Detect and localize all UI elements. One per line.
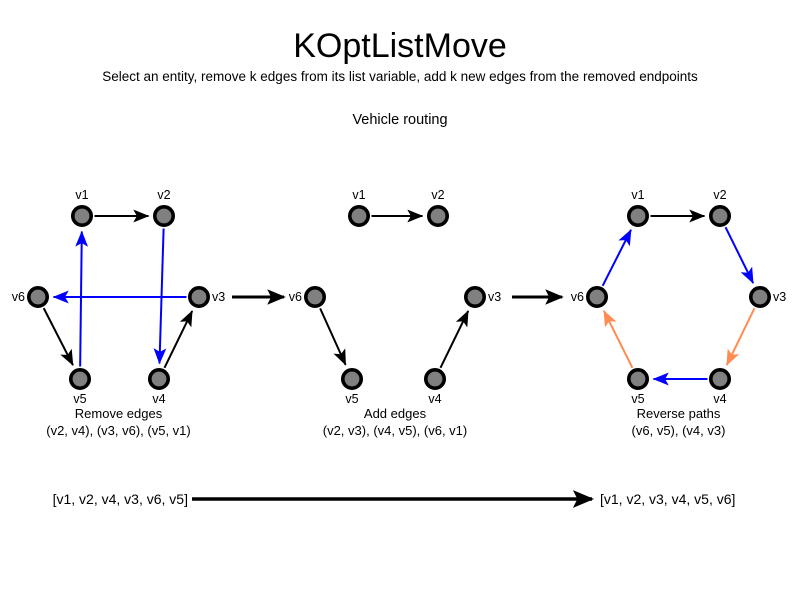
node-circle	[148, 367, 171, 390]
node-reverse-paths-v2[interactable]: v2	[708, 188, 731, 228]
node-remove-edges-v1[interactable]: v1	[71, 188, 94, 228]
node-label-v1: v1	[352, 188, 365, 202]
node-circle	[463, 285, 486, 308]
edge-add-edges-v4-to-v3	[439, 310, 470, 369]
node-add-edges-v5[interactable]: v5	[340, 367, 363, 406]
caption-title-reverse-paths: Reverse paths	[637, 406, 721, 421]
page-subtitle: Select an entity, remove k edges from it…	[102, 69, 698, 84]
node-label-v6: v6	[12, 290, 25, 304]
node-add-edges-v3[interactable]: v3	[463, 285, 501, 308]
edges-layer	[42, 209, 756, 386]
edge-reverse-paths-v5-to-v6	[603, 310, 634, 369]
node-remove-edges-v2[interactable]: v2	[153, 188, 176, 228]
node-label-v2: v2	[157, 188, 170, 202]
node-label-v2: v2	[713, 188, 726, 202]
node-reverse-paths-v6[interactable]: v6	[571, 285, 608, 308]
node-circle	[585, 285, 608, 308]
footer-after-list: [v1, v2, v3, v4, v5, v6]	[600, 491, 735, 507]
caption-detail-remove-edges: (v2, v4), (v3, v6), (v5, v1)	[46, 423, 190, 438]
node-label-v5: v5	[631, 392, 644, 406]
page-title: KOptListMove	[293, 27, 507, 65]
node-add-edges-v6[interactable]: v6	[289, 285, 326, 308]
node-remove-edges-v4[interactable]: v4	[148, 367, 171, 406]
edge-add-edges-v6-to-v5	[319, 307, 347, 366]
section-label: Vehicle routing	[352, 112, 448, 128]
node-label-v4: v4	[713, 392, 726, 406]
node-label-v6: v6	[571, 290, 584, 304]
node-circle	[69, 367, 92, 390]
node-remove-edges-v5[interactable]: v5	[69, 367, 92, 406]
node-circle	[188, 285, 211, 308]
node-label-v3: v3	[488, 290, 501, 304]
node-reverse-paths-v3[interactable]: v3	[748, 285, 786, 308]
node-label-v3: v3	[212, 290, 225, 304]
caption-title-remove-edges: Remove edges	[75, 406, 163, 421]
edge-remove-edges-v4-to-v3	[163, 310, 194, 369]
edge-remove-edges-v6-to-v5	[42, 307, 74, 366]
node-label-v1: v1	[75, 188, 88, 202]
node-circle	[708, 367, 731, 390]
edge-reverse-paths-v2-to-v3	[724, 226, 755, 284]
node-remove-edges-v6[interactable]: v6	[12, 285, 49, 308]
node-circle	[626, 205, 649, 228]
node-circle	[347, 205, 370, 228]
node-circle	[71, 205, 94, 228]
edge-remove-edges-v5-to-v1	[75, 230, 89, 367]
node-circle	[303, 285, 326, 308]
captions-layer: Remove edges (v2, v4), (v3, v6), (v5, v1)…	[46, 406, 725, 438]
node-label-v6: v6	[289, 290, 302, 304]
edge-reverse-paths-v3-to-v4	[725, 307, 756, 366]
caption-title-add-edges: Add edges	[364, 406, 427, 421]
node-circle	[340, 367, 363, 390]
footer-before-list: [v1, v2, v4, v3, v6, v5]	[53, 491, 188, 507]
node-add-edges-v1[interactable]: v1	[347, 188, 370, 228]
node-circle	[153, 205, 176, 228]
node-circle	[426, 205, 449, 228]
node-circle	[626, 367, 649, 390]
node-label-v4: v4	[428, 392, 441, 406]
caption-detail-add-edges: (v2, v3), (v4, v5), (v6, v1)	[323, 423, 467, 438]
node-label-v2: v2	[431, 188, 444, 202]
edge-reverse-paths-v6-to-v1	[601, 229, 632, 287]
node-reverse-paths-v1[interactable]: v1	[626, 188, 649, 228]
node-circle	[423, 367, 446, 390]
node-label-v5: v5	[345, 392, 358, 406]
node-circle	[708, 205, 731, 228]
node-circle	[748, 285, 771, 308]
node-label-v1: v1	[631, 188, 644, 202]
node-reverse-paths-v5[interactable]: v5	[626, 367, 649, 406]
node-add-edges-v4[interactable]: v4	[423, 367, 446, 406]
caption-detail-reverse-paths: (v6, v5), (v4, v3)	[632, 423, 726, 438]
node-remove-edges-v3[interactable]: v3	[188, 285, 225, 308]
nodes-layer: v1 v2 v3 v4 v5 v6 v1 v2 v3 v4 v5 v6 v1 v2 v3 v4 v5 v6	[12, 188, 786, 406]
node-add-edges-v2[interactable]: v2	[426, 188, 449, 228]
node-circle	[26, 285, 49, 308]
footer-layer: [v1, v2, v4, v3, v6, v5] [v1, v2, v3, v4,…	[53, 490, 735, 508]
node-reverse-paths-v4[interactable]: v4	[708, 367, 731, 406]
node-label-v5: v5	[73, 392, 86, 406]
node-label-v3: v3	[773, 290, 786, 304]
node-label-v4: v4	[152, 392, 165, 406]
